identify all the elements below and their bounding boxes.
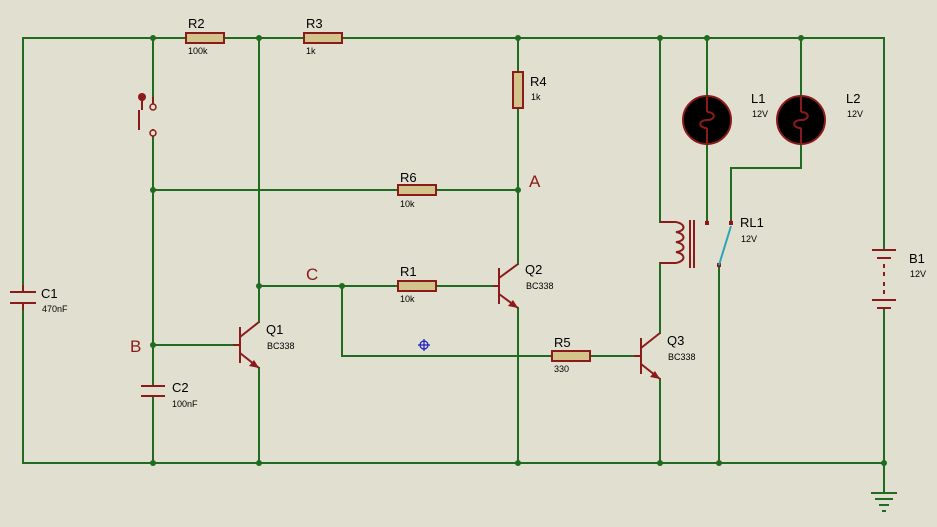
c1-value: 470nF [42, 304, 68, 314]
resistor-r2[interactable]: R2 100k [185, 16, 225, 56]
resistor-r4[interactable]: R4 1k [512, 71, 547, 109]
resistor-r3[interactable]: R3 1k [303, 16, 343, 56]
r3-ref: R3 [306, 16, 323, 31]
q3-value: BC338 [668, 352, 696, 362]
lamp-l1[interactable]: L1 12V [682, 91, 768, 145]
resistor-r5[interactable]: R5 330 [551, 335, 591, 374]
junctions [150, 35, 887, 466]
r2-ref: R2 [188, 16, 205, 31]
l1-ref: L1 [751, 91, 765, 106]
lamp-icon [682, 95, 732, 145]
transistor-q1[interactable]: Q1 BC338 [233, 321, 295, 369]
q1-value: BC338 [267, 341, 295, 351]
lamp-icon [776, 95, 826, 145]
l1-value: 12V [752, 109, 768, 119]
b1-value: 12V [910, 269, 926, 279]
transistor-q2[interactable]: Q2 BC338 [493, 262, 554, 309]
transistor-q3[interactable]: Q3 BC338 [634, 332, 696, 380]
wires [22, 37, 885, 494]
resistor-r6[interactable]: R6 10k [397, 170, 437, 209]
l2-ref: L2 [846, 91, 860, 106]
c1-ref: C1 [41, 286, 58, 301]
resistor-r1[interactable]: R1 10k [397, 264, 437, 304]
capacitor-c2[interactable]: C2 100nF [141, 380, 198, 409]
c2-ref: C2 [172, 380, 189, 395]
r1-ref: R1 [400, 264, 417, 279]
r6-ref: R6 [400, 170, 417, 185]
r3-value: 1k [306, 46, 316, 56]
relay-coil-icon [660, 220, 695, 268]
rl1-value: 12V [741, 234, 757, 244]
rl1-ref: RL1 [740, 215, 764, 230]
relay-contact [718, 225, 732, 266]
r6-value: 10k [400, 199, 415, 209]
r4-ref: R4 [530, 74, 547, 89]
q3-ref: Q3 [667, 333, 684, 348]
node-label-c: C [306, 265, 318, 284]
push-button-icon[interactable] [138, 93, 157, 137]
battery-b1[interactable]: B1 12V [872, 249, 926, 309]
r1-value: 10k [400, 294, 415, 304]
r2-value: 100k [188, 46, 208, 56]
b1-ref: B1 [909, 251, 925, 266]
relay-rl1[interactable]: RL1 12V [660, 215, 764, 268]
c2-value: 100nF [172, 399, 198, 409]
q2-value: BC338 [526, 281, 554, 291]
q2-ref: Q2 [525, 262, 542, 277]
q1-ref: Q1 [266, 322, 283, 337]
node-label-b: B [130, 337, 141, 356]
r5-value: 330 [554, 364, 569, 374]
capacitor-c1[interactable]: C1 470nF [10, 285, 68, 314]
battery-icon [872, 249, 896, 309]
r5-ref: R5 [554, 335, 571, 350]
l2-value: 12V [847, 109, 863, 119]
node-label-a: A [529, 172, 541, 191]
r4-value: 1k [531, 92, 541, 102]
cursor-crosshair-icon [418, 339, 430, 351]
lamp-l2[interactable]: L2 12V [776, 91, 863, 145]
ground-icon [871, 492, 897, 512]
